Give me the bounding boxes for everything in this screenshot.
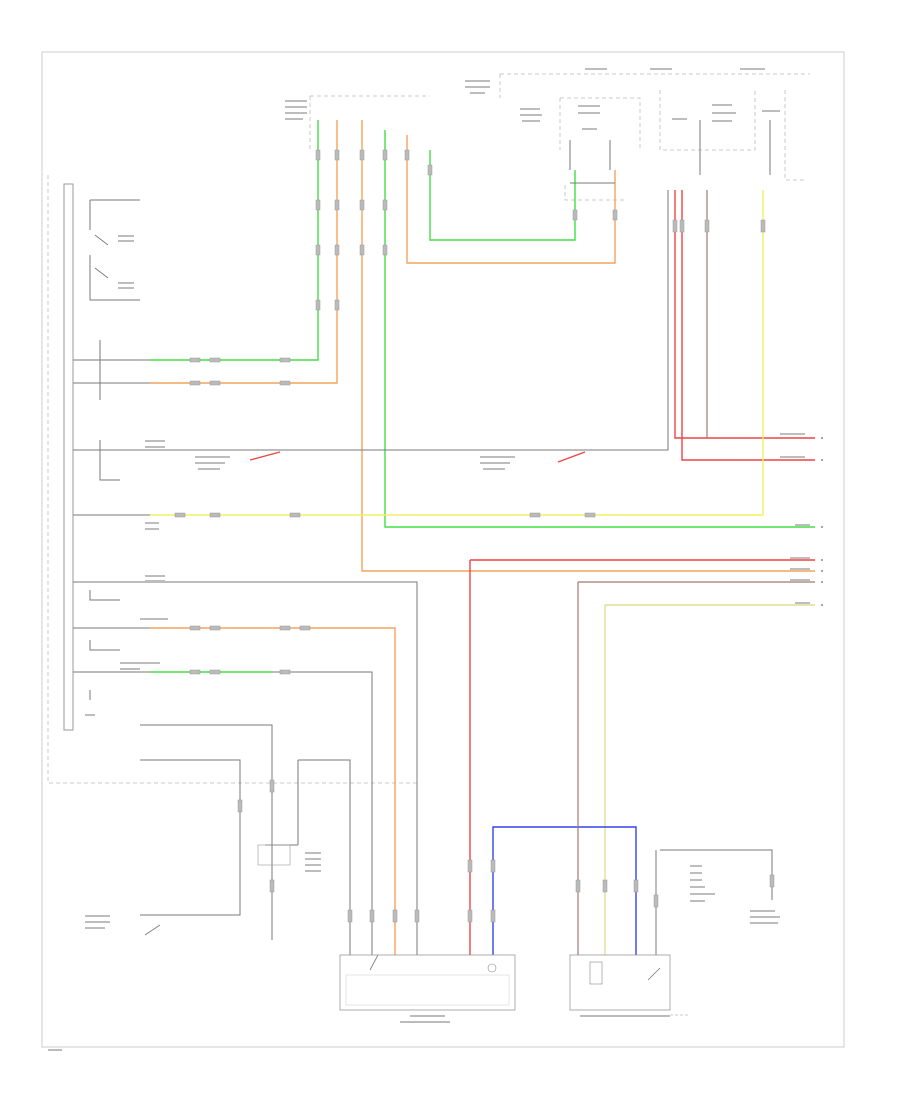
- right-terminal-markers: [821, 437, 823, 606]
- sensor-component: [257, 844, 291, 866]
- footer-code-mark: [48, 1049, 62, 1051]
- bottom-center-label-mark-2: [400, 1021, 450, 1023]
- yellow-wires: [150, 190, 764, 516]
- red-wires: [249, 190, 815, 955]
- bottom-right-relay: [589, 961, 603, 985]
- bottom-right-label-mark: [580, 1015, 670, 1017]
- green-wires: [150, 120, 815, 673]
- black-gray-wires: [73, 120, 773, 955]
- pale-yellow-wires: [604, 604, 815, 955]
- bottom-center-module: [339, 954, 516, 1011]
- brown-wires: [577, 190, 815, 955]
- label-marks: [85, 68, 810, 929]
- dashed-component-outlines: [47, 73, 810, 784]
- connector-pins: [174, 149, 775, 923]
- left-module-connector-bar: [63, 183, 74, 731]
- bottom-center-module-inner: [345, 974, 510, 1006]
- module-pin-circle: [487, 963, 497, 973]
- bottom-right-module: [569, 954, 671, 1011]
- blue-wires: [492, 826, 637, 955]
- switch-symbols: [94, 234, 661, 981]
- bottom-center-label-mark: [410, 1015, 445, 1017]
- orange-wires: [150, 120, 815, 955]
- diagram-border: [41, 51, 845, 1048]
